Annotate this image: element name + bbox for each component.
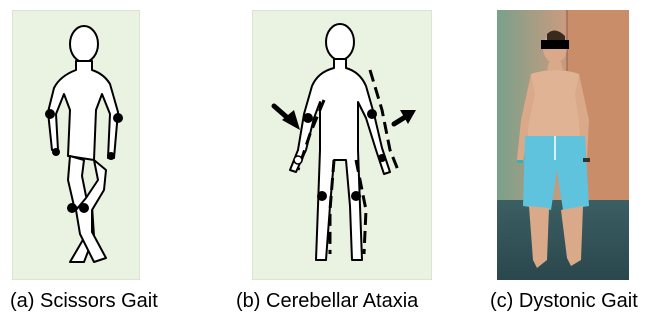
dystonic-gait-photo [497, 10, 629, 280]
joint-knee-right [351, 191, 361, 201]
head [70, 26, 98, 62]
cerebellar-ataxia-figure [252, 10, 432, 280]
joint-shoulder-right [367, 109, 377, 119]
joint-shoulder-left [45, 109, 55, 119]
joint-hand-left-open [294, 156, 302, 164]
joint-knee-left [67, 203, 77, 213]
joint-hand-left [52, 148, 60, 156]
caption-a: (a) Scissors Gait [10, 290, 158, 320]
caption-b: (b) Cerebellar Ataxia [236, 290, 418, 320]
joint-knee-right [79, 203, 89, 213]
face-censor-bar [541, 40, 569, 49]
caption-c: (c) Dystonic Gait [490, 290, 638, 320]
panel-dystonic-gait [497, 10, 629, 280]
joint-knee-left [317, 191, 327, 201]
joint-hand-right [107, 152, 115, 160]
joint-shoulder-left [303, 113, 313, 123]
panel-scissors-gait [12, 10, 140, 280]
head [326, 24, 354, 60]
joint-shoulder-right [113, 113, 123, 123]
scissors-gait-figure [12, 10, 140, 280]
joint-hand-right [378, 154, 386, 162]
panel-cerebellar-ataxia [252, 10, 432, 280]
